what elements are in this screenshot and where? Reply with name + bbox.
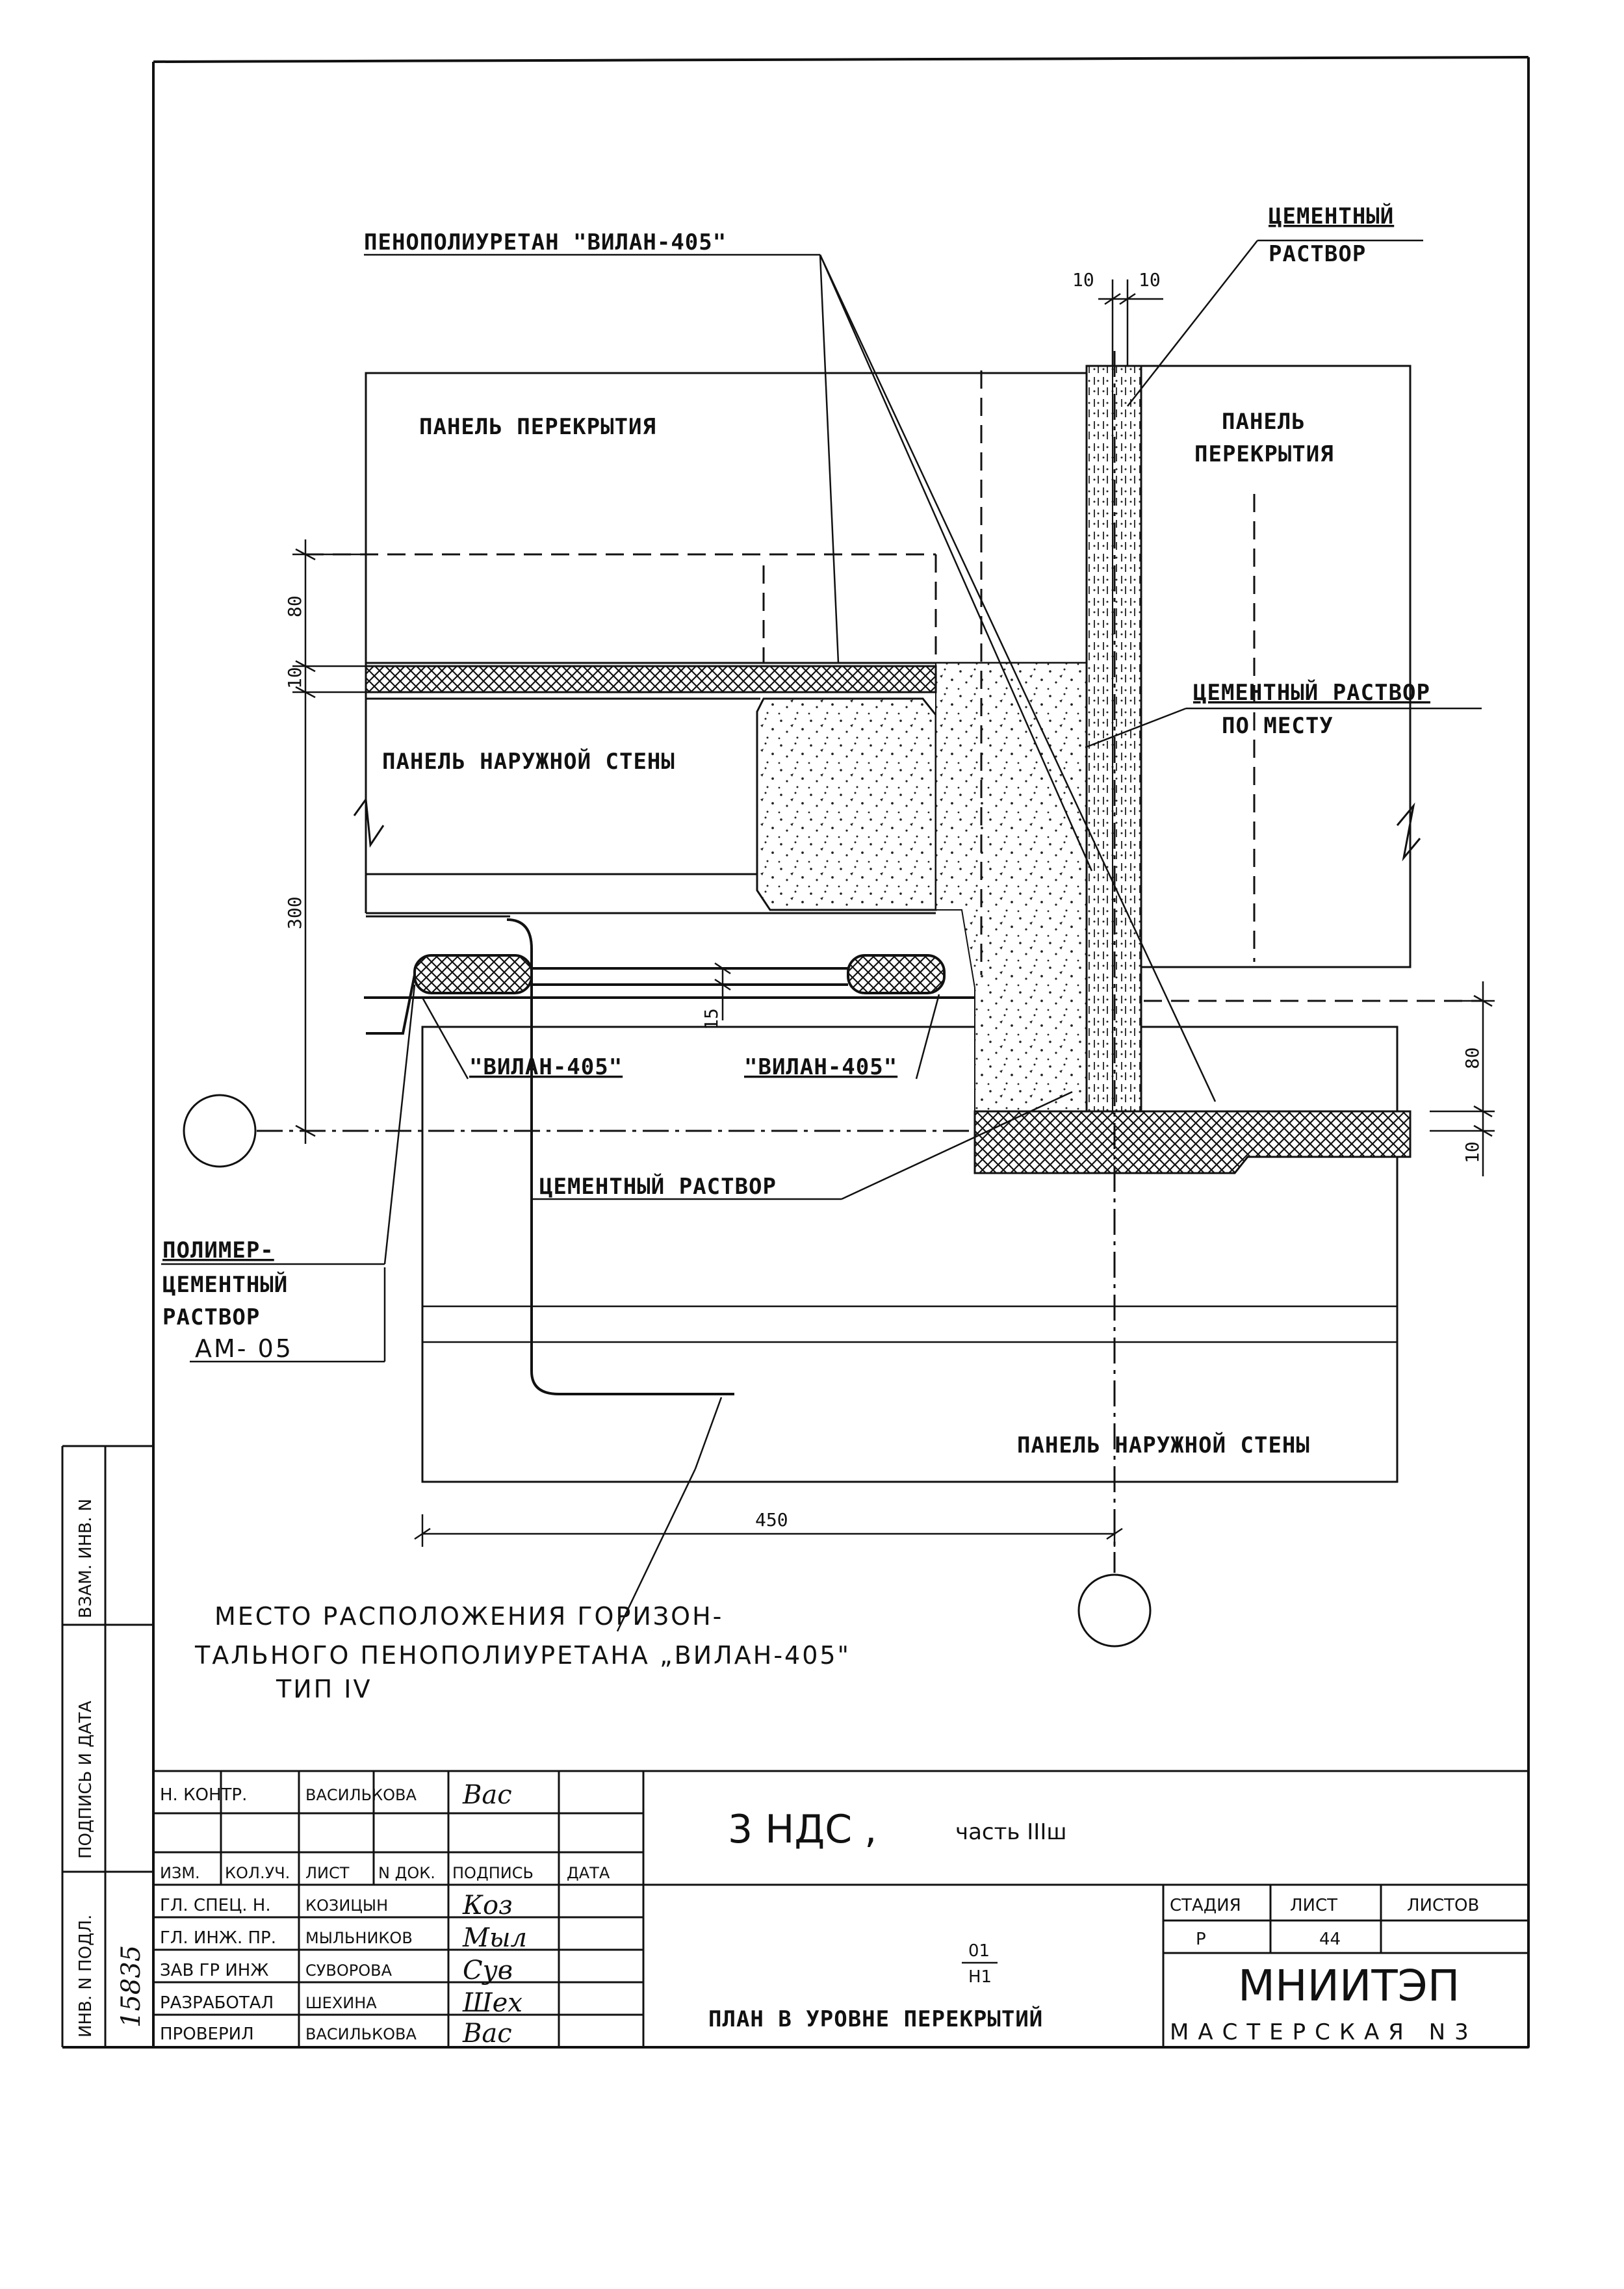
tb-role-razrabotal: РАЗРАБОТАЛ [160, 1993, 274, 2013]
tb-name-gl-inzh: МЫЛЬНИКОВ [305, 1929, 413, 1947]
dim-left-10: 10 [284, 667, 305, 689]
tb-sig-zav-gr: Сув [463, 1956, 513, 1985]
reinforcement-loop [506, 918, 734, 1395]
dimension-lines [292, 279, 1495, 1547]
tb-sheets-label: ЛИСТОВ [1407, 1896, 1479, 1915]
tb-role-proveril: ПРОВЕРИЛ [160, 2024, 254, 2044]
pu-foam-strip-top [365, 665, 937, 693]
axis-lines [257, 351, 1116, 1573]
dim-right-80: 80 [1462, 1047, 1483, 1069]
label-note-1: МЕСТО РАСПОЛОЖЕНИЯ ГОРИЗОН- [214, 1602, 723, 1631]
stamp-inv-podl: ИНВ. N ПОДЛ. [76, 1915, 96, 2037]
tb-name-zav-gr: СУВОРОВА [305, 1961, 393, 1980]
label-polymer-3: РАСТВОР [162, 1304, 260, 1330]
label-slab-right-2: ПЕРЕКРЫТИЯ [1194, 441, 1334, 467]
dim-right-10: 10 [1462, 1141, 1483, 1163]
tb-name-gl-spec: КОЗИЦЫН [305, 1896, 388, 1915]
axis-bubble-bottom [1077, 1573, 1152, 1648]
concrete-fill-block [756, 697, 937, 911]
label-wall-bottom: ПАНЕЛЬ НАРУЖНОЙ СТЕНЫ [1017, 1432, 1310, 1458]
tb-role-gl-spec: ГЛ. СПЕЦ. Н. [160, 1896, 271, 1915]
label-cement-local-2: ПО МЕСТУ [1222, 713, 1334, 739]
label-vilan-left: "ВИЛАН-405" [469, 1054, 623, 1080]
stamp-podpis-data: ПОДПИСЬ И ДАТА [76, 1701, 96, 1859]
hidden-lines [305, 370, 1482, 1002]
label-vilan-right: "ВИЛАН-405" [744, 1054, 897, 1080]
pu-foam-strip-bottom [973, 1110, 1411, 1174]
tb-header-n-dok: N ДОК. [378, 1864, 435, 1882]
tb-header-list: ЛИСТ [305, 1864, 350, 1882]
tb-role-zav-gr: ЗАВ ГР ИНЖ [160, 1961, 268, 1980]
leader-lines [161, 239, 1482, 1632]
pu-foam-seal-left [413, 954, 533, 994]
tb-name-proveril: ВАСИЛЬКОВА [305, 2025, 417, 2043]
detail-drawing: ПЕНОПОЛИУРЕТАН "ВИЛАН-405" ЦЕМЕНТНЫЙ РАС… [161, 203, 1495, 1703]
stamp-inv-number: 15835 [116, 1945, 146, 2028]
tb-name-n-kontr: ВАСИЛЬКОВА [305, 1786, 417, 1804]
tb-sig-n-kontr: Вас [462, 1780, 512, 1810]
dim-bottom-450: 450 [755, 1509, 788, 1531]
tb-org-unit: МАСТЕРСКАЯ N3 [1170, 2019, 1478, 2045]
tb-role-n-kontr: Н. КОНТР. [160, 1785, 247, 1805]
tb-header-kol-uch: КОЛ.УЧ. [225, 1864, 290, 1882]
tb-org-name: МНИИТЭП [1238, 1961, 1460, 2011]
tb-sheet-value: 44 [1319, 1930, 1341, 1949]
label-polymer-2: ЦЕМЕНТНЫЙ [162, 1271, 288, 1298]
label-cement-mid: ЦЕМЕНТНЫЙ РАСТВОР [539, 1173, 777, 1200]
label-cement-mortar-top-1: ЦЕМЕНТНЫЙ [1269, 203, 1394, 229]
tb-header-podpis: ПОДПИСЬ [452, 1864, 534, 1882]
tb-sig-razrabotal: Шех [462, 1988, 522, 2018]
tb-sig-gl-inzh: Мыл [462, 1923, 527, 1953]
dim-top-10a: 10 [1072, 269, 1094, 291]
label-polymer-1: ПОЛИМЕР- [162, 1237, 274, 1263]
label-slab-right-1: ПАНЕЛЬ [1222, 409, 1306, 435]
label-penopoliuretan: ПЕНОПОЛИУРЕТАН "ВИЛАН-405" [364, 229, 727, 255]
label-note-2: ТАЛЬНОГО ПЕНОПОЛИУРЕТАНА „ВИЛАН-405" [194, 1641, 851, 1670]
tb-sheet-label: ЛИСТ [1290, 1896, 1337, 1915]
label-polymer-grade: АМ- 05 [195, 1334, 293, 1363]
tb-sig-gl-spec: Коз [462, 1891, 513, 1920]
dim-left-300: 300 [284, 896, 305, 929]
tb-sig-proveril: Вас [462, 2019, 512, 2049]
dim-mid-15: 15 [701, 1008, 722, 1030]
outer-wall-panel-bottom [421, 1026, 1398, 1483]
label-note-3: ТИП IV [276, 1675, 372, 1703]
slab-panel-right [1140, 365, 1411, 968]
label-cement-mortar-top-2: РАСТВОР [1269, 241, 1366, 267]
label-wall-left: ПАНЕЛЬ НАРУЖНОЙ СТЕНЫ [382, 748, 675, 775]
dim-left-80: 80 [284, 595, 305, 617]
tb-role-gl-inzh: ГЛ. ИНЖ. ПР. [160, 1928, 276, 1948]
tb-code-top: 01 [968, 1941, 990, 1961]
label-cement-local-1: ЦЕМЕНТНЫЙ РАСТВОР [1193, 679, 1430, 706]
label-slab-left: ПАНЕЛЬ ПЕРЕКРЫТИЯ [419, 414, 656, 440]
title-block [152, 1770, 1530, 2049]
tb-name-razrabotal: ШЕХИНА [305, 1994, 377, 2012]
stamp-vzam-inv: ВЗАМ. ИНВ. N [76, 1499, 96, 1618]
tb-stage-label: СТАДИЯ [1170, 1896, 1241, 1915]
tb-code-bottom: Н1 [968, 1967, 992, 1987]
tb-header-data: ДАТА [567, 1864, 610, 1882]
slab-panel-left [365, 372, 1102, 664]
tb-header-izm: ИЗМ. [160, 1864, 200, 1882]
pu-foam-seal-right [847, 954, 946, 994]
tb-stage-value: Р [1196, 1930, 1206, 1949]
tb-project: 3 НДС , [728, 1807, 877, 1852]
tb-sheet-title: ПЛАН В УРОВНЕ ПЕРЕКРЫТИЙ [708, 2006, 1043, 2032]
tb-project-part: часть IIIш [955, 1819, 1066, 1845]
dim-top-10b: 10 [1139, 269, 1161, 291]
axis-bubble-left [183, 1094, 257, 1168]
